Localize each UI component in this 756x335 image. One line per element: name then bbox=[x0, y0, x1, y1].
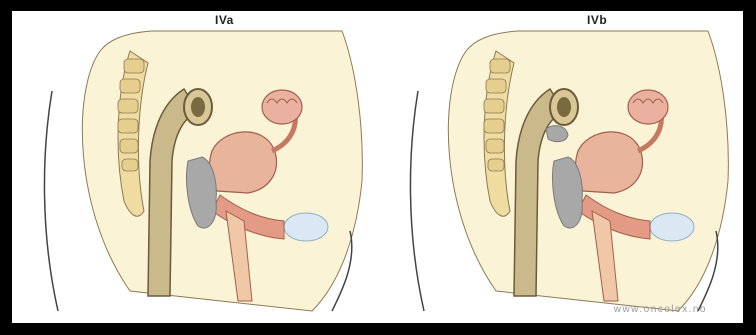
bladder bbox=[650, 213, 694, 241]
panel-stage-ivb: IVb bbox=[378, 11, 743, 323]
body-outline-back bbox=[410, 91, 424, 311]
ovary bbox=[262, 90, 302, 124]
illustration-canvas: IVa bbox=[12, 11, 743, 323]
watermark-text: www.oncolex.no bbox=[614, 304, 707, 315]
ovary bbox=[628, 90, 668, 124]
panel-stage-iva: IVa bbox=[12, 11, 377, 323]
bladder bbox=[284, 213, 328, 241]
body-outline-back bbox=[44, 91, 58, 311]
uterus bbox=[209, 132, 276, 193]
stage-label-iva: IVa bbox=[215, 13, 234, 27]
stage-label-ivb: IVb bbox=[587, 13, 607, 27]
uterus bbox=[575, 132, 642, 193]
pelvis-sagittal-illustration-iva bbox=[12, 11, 377, 323]
pelvis-sagittal-illustration-ivb bbox=[378, 11, 743, 323]
